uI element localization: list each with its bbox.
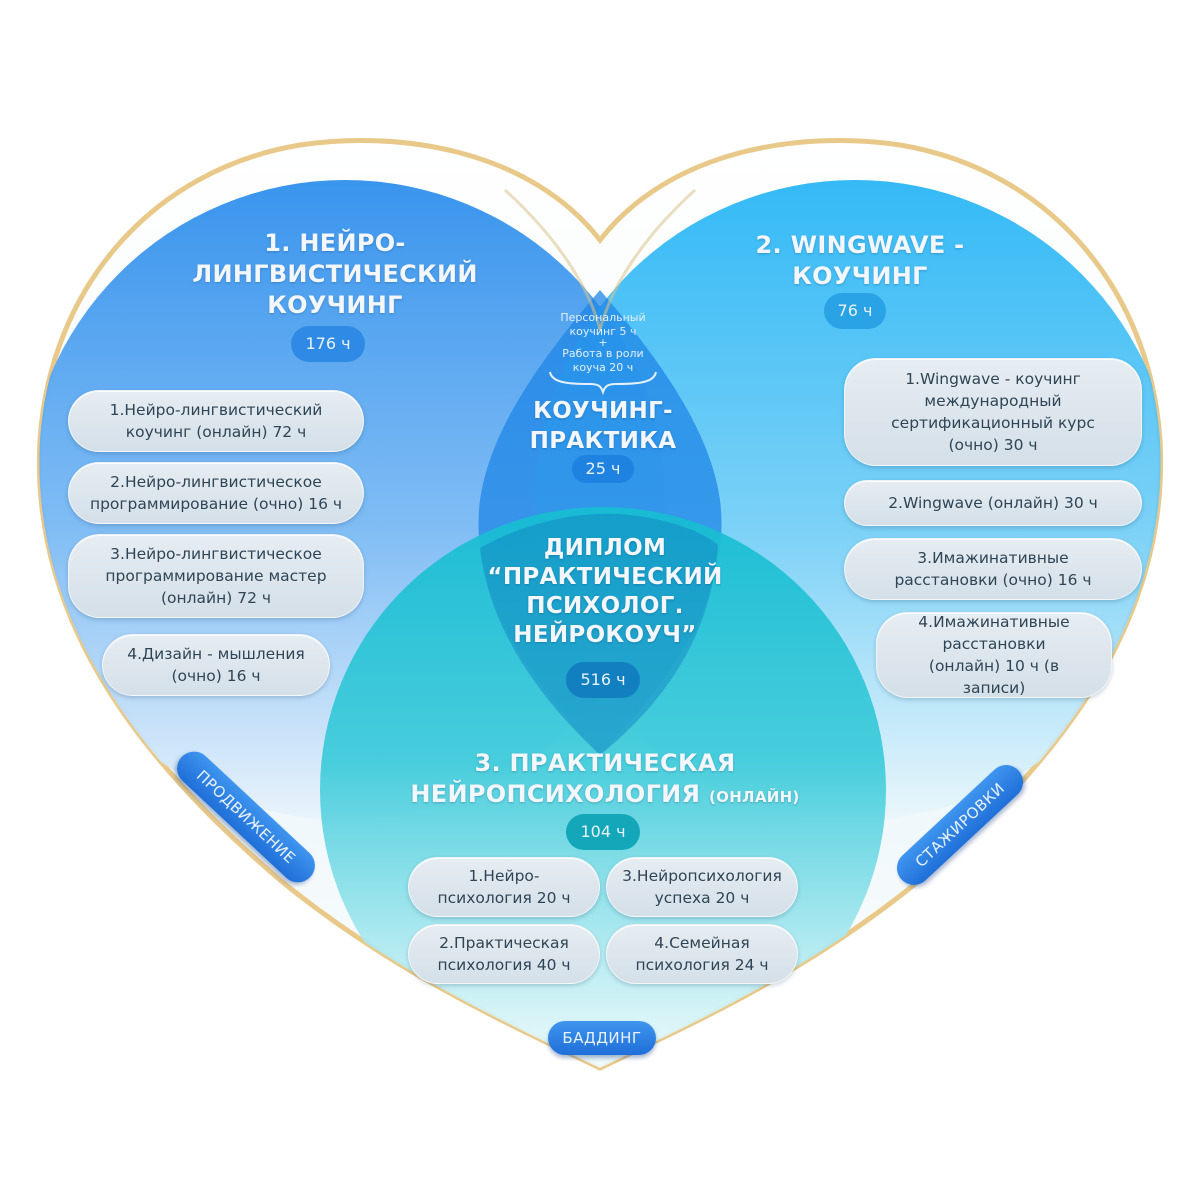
bottom-item: 4.Семейная психология 24 ч bbox=[606, 924, 798, 984]
practice-title-line: КОУЧИНГ- bbox=[533, 398, 673, 424]
left-title-line: 1. НЕЙРО- bbox=[264, 229, 406, 257]
diploma-title: ДИПЛОМ “ПРАКТИЧЕСКИЙ ПСИХОЛОГ. НЕЙРОКОУЧ… bbox=[480, 534, 730, 650]
practice-note-line: коуча 20 ч bbox=[572, 361, 634, 374]
left-item: 4.Дизайн - мышления (очно) 16 ч bbox=[102, 634, 330, 696]
left-title: 1. НЕЙРО- ЛИНГВИСТИЧЕСКИЙ КОУЧИНГ bbox=[190, 228, 480, 321]
bottom-item: 3.Нейропсихология успеха 20 ч bbox=[606, 857, 798, 917]
lens-overlap-bottom bbox=[480, 513, 718, 755]
left-hours-badge: 176 ч bbox=[291, 326, 365, 362]
right-item: 3.Имажинативные расстановки (очно) 16 ч bbox=[844, 538, 1142, 600]
practice-hours-badge: 25 ч bbox=[572, 455, 634, 483]
left-title-line: КОУЧИНГ bbox=[267, 291, 403, 319]
practice-title-line: ПРАКТИКА bbox=[529, 428, 677, 454]
diploma-hours-badge: 516 ч bbox=[566, 662, 640, 698]
practice-title: КОУЧИНГ- ПРАКТИКА bbox=[505, 396, 701, 456]
tag-budding: БАДДИНГ bbox=[548, 1021, 656, 1055]
left-item: 1.Нейро-лингвистический коучинг (онлайн)… bbox=[68, 390, 364, 452]
bottom-hours-badge: 104 ч bbox=[566, 814, 640, 850]
right-hours-badge: 76 ч bbox=[824, 293, 886, 329]
bottom-title-suffix: (ОНЛАЙН) bbox=[709, 788, 800, 806]
practice-note-line: Персональный bbox=[560, 311, 646, 324]
diploma-title-line: ПСИХОЛОГ. bbox=[526, 593, 684, 619]
right-title-line: 2. WINGWAVE - bbox=[755, 231, 965, 259]
left-item: 3.Нейро-лингвистическое программирование… bbox=[68, 534, 364, 618]
bottom-title-line: 3. ПРАКТИЧЕСКАЯ bbox=[474, 749, 736, 777]
right-item: 1.Wingwave - коучинг международный серти… bbox=[844, 358, 1142, 466]
right-item: 4.Имажинативные расстановки (онлайн) 10 … bbox=[876, 612, 1112, 698]
right-item: 2.Wingwave (онлайн) 30 ч bbox=[844, 480, 1142, 526]
left-item: 2.Нейро-лингвистическое программирование… bbox=[68, 462, 364, 524]
right-title: 2. WINGWAVE - КОУЧИНГ bbox=[730, 230, 990, 292]
practice-note-line: + bbox=[598, 336, 608, 349]
diploma-title-line: НЕЙРОКОУЧ” bbox=[513, 622, 697, 648]
bottom-item: 1.Нейро- психология 20 ч bbox=[408, 857, 600, 917]
practice-note: Персональный коучинг 5 ч + Работа в роли… bbox=[540, 311, 666, 375]
left-title-line: ЛИНГВИСТИЧЕСКИЙ bbox=[192, 260, 478, 288]
diploma-title-line: ДИПЛОМ bbox=[543, 535, 667, 561]
right-title-line: КОУЧИНГ bbox=[792, 262, 928, 290]
practice-note-line: Работа в роли bbox=[562, 347, 644, 360]
diploma-title-line: “ПРАКТИЧЕСКИЙ bbox=[487, 564, 723, 590]
bottom-title: 3. ПРАКТИЧЕСКАЯ НЕЙРОПСИХОЛОГИЯ (ОНЛАЙН) bbox=[400, 748, 810, 813]
brace-icon bbox=[549, 371, 657, 396]
bottom-item: 2.Практическая психология 40 ч bbox=[408, 924, 600, 984]
bottom-title-line: НЕЙРОПСИХОЛОГИЯ bbox=[410, 780, 701, 808]
practice-note-line: коучинг 5 ч bbox=[569, 325, 637, 338]
